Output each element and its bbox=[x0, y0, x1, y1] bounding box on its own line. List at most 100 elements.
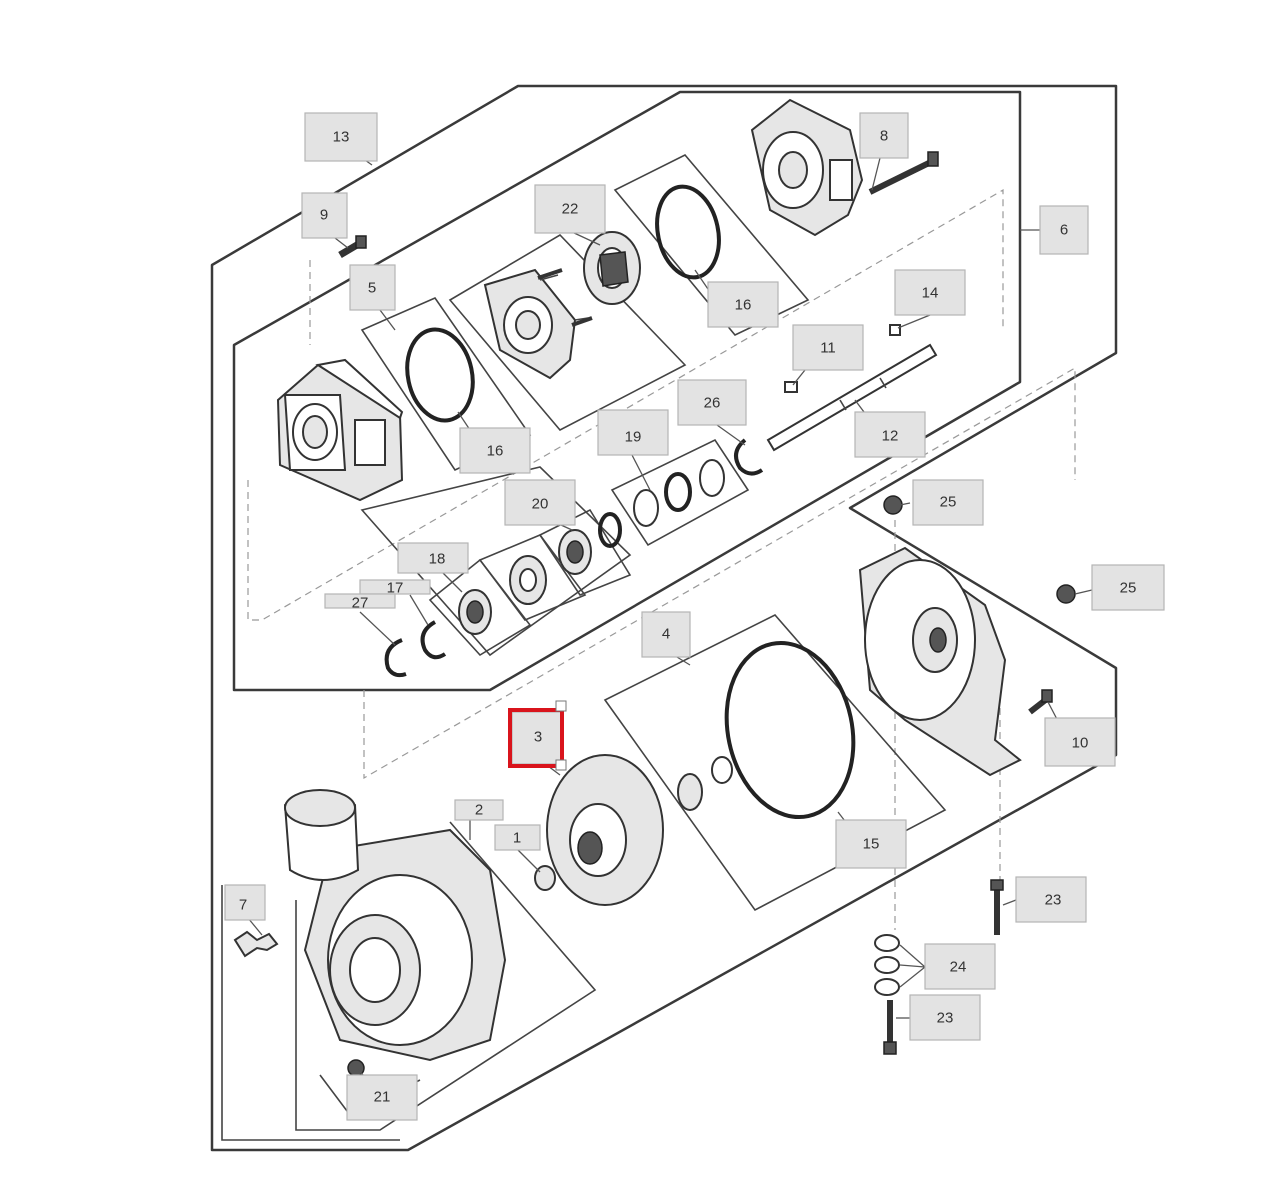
callout-4[interactable]: 4 bbox=[641, 611, 691, 658]
svg-text:8: 8 bbox=[880, 128, 888, 145]
bearing-group-box bbox=[360, 466, 632, 657]
svg-text:22: 22 bbox=[562, 201, 579, 218]
svg-text:4: 4 bbox=[662, 626, 670, 643]
axis-line-upper bbox=[247, 188, 1004, 621]
callout-25-lower[interactable]: 25 bbox=[1091, 564, 1165, 611]
svg-text:20: 20 bbox=[532, 496, 549, 513]
shaft-12 bbox=[766, 343, 938, 452]
plate-box bbox=[448, 233, 687, 432]
bearing-middle bbox=[509, 555, 547, 605]
callout-6[interactable]: 6 bbox=[1039, 205, 1089, 255]
seal-plate bbox=[483, 268, 589, 380]
callout-3-highlighted[interactable]: 3 bbox=[508, 700, 567, 771]
callout-21[interactable]: 21 bbox=[346, 1074, 418, 1121]
svg-text:25: 25 bbox=[1120, 580, 1137, 597]
svg-text:11: 11 bbox=[820, 340, 836, 357]
callout-18[interactable]: 18 bbox=[397, 542, 469, 574]
svg-text:17: 17 bbox=[387, 580, 404, 597]
nut-25-lower bbox=[1056, 584, 1076, 604]
highlight-selection-box bbox=[508, 708, 564, 768]
seal-19-a bbox=[633, 489, 659, 527]
callout-9[interactable]: 9 bbox=[301, 192, 348, 239]
callout-8[interactable]: 8 bbox=[859, 112, 909, 159]
svg-text:21: 21 bbox=[374, 1089, 391, 1106]
svg-text:13: 13 bbox=[333, 129, 350, 146]
wingnut-7 bbox=[233, 930, 279, 958]
impeller-group-box bbox=[603, 614, 947, 912]
washer-24-c bbox=[874, 978, 900, 996]
snap-ring-27 bbox=[384, 638, 407, 678]
callout-19[interactable]: 19 bbox=[597, 409, 669, 456]
key-14 bbox=[889, 324, 901, 336]
selection-handle-top[interactable] bbox=[555, 700, 567, 712]
mech-seal bbox=[677, 756, 733, 811]
callout-5[interactable]: 5 bbox=[349, 264, 396, 311]
callout-27[interactable]: 27 bbox=[324, 593, 396, 612]
callout-7[interactable]: 7 bbox=[224, 884, 266, 921]
gear-rotor bbox=[583, 231, 641, 305]
svg-text:19: 19 bbox=[625, 429, 642, 446]
outer-frame bbox=[210, 84, 1118, 1152]
ring-20-outer bbox=[598, 512, 622, 548]
key-11 bbox=[784, 381, 798, 393]
callout-14[interactable]: 14 bbox=[894, 269, 966, 316]
bolt-9 bbox=[338, 235, 367, 259]
svg-text:16: 16 bbox=[487, 443, 504, 460]
snap-ring-17 bbox=[420, 620, 447, 660]
bearing-box-mid bbox=[478, 534, 587, 621]
callout-10[interactable]: 10 bbox=[1044, 717, 1116, 767]
callout-23-lower[interactable]: 23 bbox=[909, 994, 981, 1041]
callout-16-left[interactable]: 16 bbox=[459, 427, 531, 474]
oring-16-left bbox=[405, 327, 475, 423]
callout-labels: 13 9 5 22 8 6 16 14 11 16 26 19 12 20 25… bbox=[224, 112, 1165, 1121]
seal-box-19 bbox=[610, 438, 750, 547]
bolt-10 bbox=[1028, 689, 1053, 715]
svg-text:26: 26 bbox=[704, 395, 721, 412]
selection-handle-bottom[interactable] bbox=[555, 759, 567, 771]
svg-text:9: 9 bbox=[320, 207, 328, 224]
callout-15[interactable]: 15 bbox=[835, 819, 907, 869]
nut-25-upper bbox=[883, 495, 903, 515]
housing-group-frame bbox=[295, 821, 597, 1131]
bearing-18 bbox=[458, 589, 492, 635]
parts-artwork bbox=[233, 98, 1076, 1077]
svg-text:23: 23 bbox=[1045, 892, 1062, 909]
svg-text:3: 3 bbox=[534, 729, 542, 746]
callout-20[interactable]: 20 bbox=[504, 479, 576, 526]
oring-15 bbox=[724, 640, 856, 820]
callout-23-upper[interactable]: 23 bbox=[1015, 876, 1087, 923]
callout-12[interactable]: 12 bbox=[854, 411, 926, 458]
bearing-20 bbox=[558, 529, 592, 575]
svg-text:6: 6 bbox=[1060, 222, 1068, 239]
callout-2[interactable]: 2 bbox=[454, 799, 504, 821]
callout-11[interactable]: 11 bbox=[792, 324, 864, 371]
callout-1[interactable]: 1 bbox=[494, 824, 541, 851]
washer-24-a bbox=[874, 934, 900, 952]
callout-17[interactable]: 17 bbox=[359, 579, 431, 597]
svg-text:27: 27 bbox=[352, 595, 369, 612]
callout-26[interactable]: 26 bbox=[677, 379, 747, 426]
bolt-23-upper bbox=[990, 879, 1004, 935]
adapter-backplate bbox=[858, 546, 1022, 777]
seal-19-c bbox=[699, 459, 725, 497]
oring-16-upper bbox=[655, 184, 721, 280]
svg-text:23: 23 bbox=[937, 1010, 954, 1027]
callout-16-upper[interactable]: 16 bbox=[707, 281, 779, 328]
bolt-23-lower bbox=[883, 1000, 897, 1055]
svg-text:16: 16 bbox=[735, 297, 752, 314]
callout-22[interactable]: 22 bbox=[534, 184, 606, 234]
callout-25-upper[interactable]: 25 bbox=[912, 479, 984, 526]
callout-13[interactable]: 13 bbox=[304, 112, 378, 162]
pump-casing bbox=[283, 789, 507, 1062]
bolt-8 bbox=[868, 151, 939, 195]
svg-text:1: 1 bbox=[513, 830, 521, 847]
snap-ring-26 bbox=[734, 438, 764, 476]
svg-text:15: 15 bbox=[863, 836, 880, 853]
svg-text:10: 10 bbox=[1072, 735, 1089, 752]
upper-group-frame bbox=[232, 90, 1022, 692]
impeller bbox=[546, 754, 664, 906]
pin-lower bbox=[571, 316, 593, 327]
callout-24[interactable]: 24 bbox=[924, 943, 996, 990]
svg-text:7: 7 bbox=[239, 897, 247, 914]
